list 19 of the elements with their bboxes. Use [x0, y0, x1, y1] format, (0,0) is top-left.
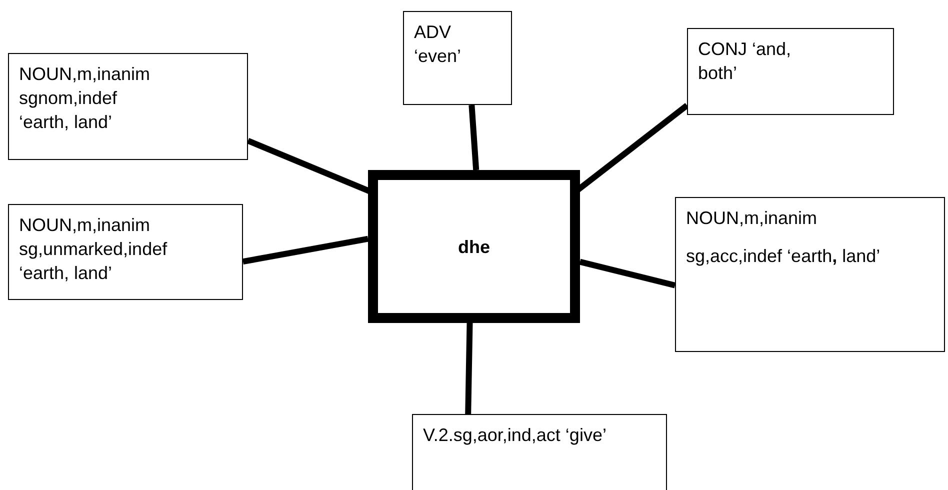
connector-line: [579, 258, 676, 288]
text-box: [8, 204, 243, 300]
box-text: V.2.sg,aor,ind,act ‘give’: [423, 424, 608, 447]
connector-line: [242, 236, 369, 265]
box-text: NOUN,m,inanim: [686, 207, 818, 230]
text-box: [403, 11, 512, 105]
text-box: [675, 197, 945, 352]
text-box: [8, 53, 248, 160]
connector-line: [465, 322, 473, 414]
text-box: [687, 28, 894, 115]
box-text: ADV ‘even’: [414, 21, 462, 68]
text-box: [368, 170, 580, 323]
connector-line: [468, 104, 480, 170]
box-text: NOUN,m,inanim sgnom,indef ‘earth, land’: [19, 63, 152, 134]
box-text: CONJ ‘and, both’: [698, 38, 792, 85]
box-text: sg,acc,indef ‘earth, land’: [686, 245, 882, 268]
box-text: dhe: [458, 236, 490, 258]
text-box: [412, 414, 667, 490]
box-text: NOUN,m,inanim sg,unmarked,indef ‘earth, land’: [19, 214, 168, 285]
